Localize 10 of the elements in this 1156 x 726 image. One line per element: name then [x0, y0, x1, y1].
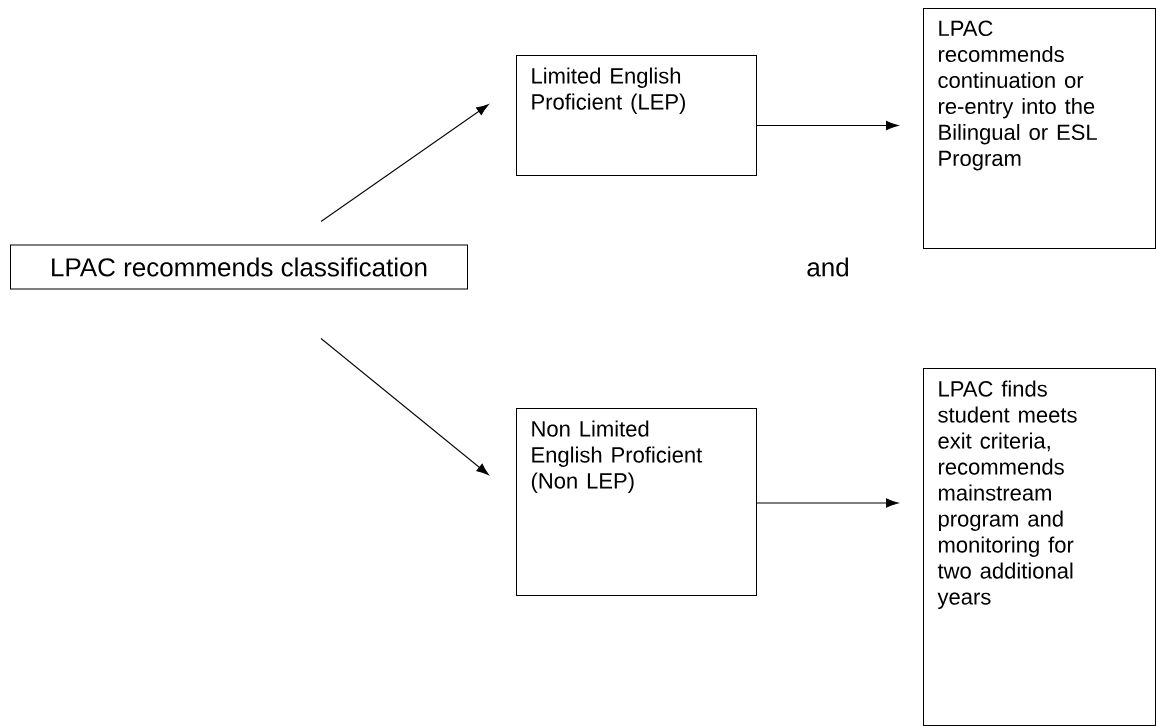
process-box: LPAC finds student meets exit criteria, recommends mainstream program and monitoring for two additional years [923, 368, 1156, 726]
arrow [756, 120, 899, 131]
process-box: Non Limited English Proficient (Non LEP) [516, 408, 757, 596]
arrow [756, 498, 899, 508]
process-box: Limited English Proficient (LEP) [516, 55, 757, 176]
process-box: LPAC recommends classification [10, 244, 468, 290]
process-box: LPAC recommends continuation or re-entry into the Bilingual or ESL Program [923, 8, 1156, 249]
arrow [320, 104, 489, 222]
arrow [320, 338, 489, 476]
label-text: and [807, 257, 848, 277]
